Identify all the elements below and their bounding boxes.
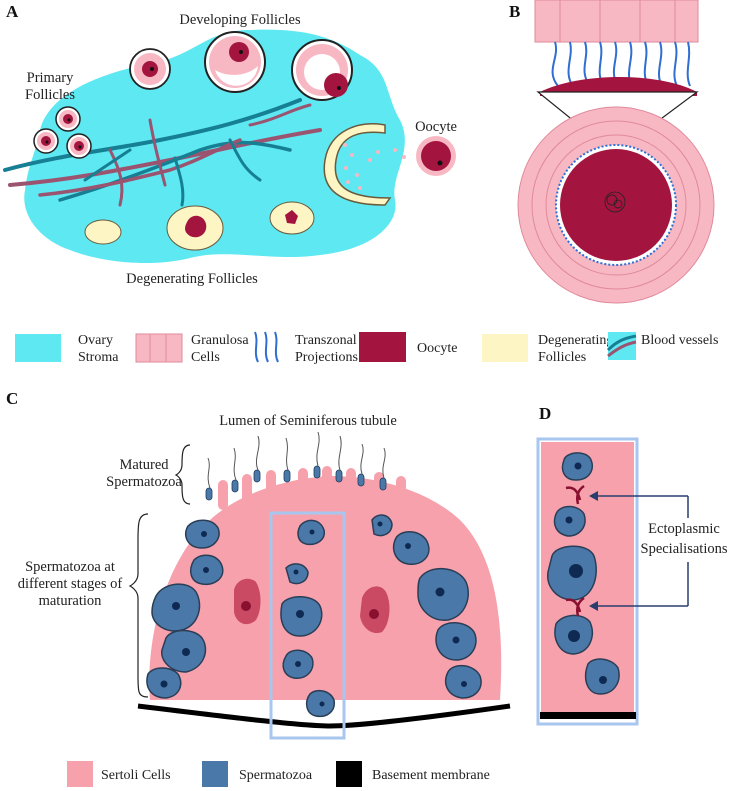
ruptured-follicle bbox=[323, 123, 392, 206]
primary-follicle bbox=[55, 106, 81, 132]
arrowhead-upper bbox=[589, 491, 598, 501]
primary-follicles-label-line1: Primary bbox=[27, 70, 74, 86]
spermatogenic-nuclei-d bbox=[565, 462, 607, 684]
legend-label: Oocyte bbox=[417, 341, 457, 356]
legend-label-line1: Degenerating bbox=[538, 333, 613, 348]
blood-vessels bbox=[3, 98, 322, 207]
legend-label-line1: Ovary bbox=[78, 333, 113, 348]
legend-item-spermatozoa: Spermatozoa bbox=[202, 761, 313, 787]
basement-membrane-c bbox=[137, 703, 511, 729]
legend-item-blood-vessels: Blood vessels bbox=[606, 332, 718, 360]
released-granulosa-dots bbox=[343, 143, 406, 190]
legend-label-line2: Projections bbox=[295, 350, 358, 365]
spermatogenic-nuclei-left bbox=[160, 531, 209, 688]
ectoplasmic-specialisation bbox=[565, 596, 585, 617]
spermatogenic-nuclei-right bbox=[377, 521, 467, 687]
legend-label: Basement membrane bbox=[372, 768, 490, 783]
legend-label: Spermatozoa bbox=[239, 768, 313, 783]
panel-c: C bbox=[6, 389, 511, 740]
degenerating-follicle bbox=[166, 205, 224, 251]
legend-label: Sertoli Cells bbox=[101, 768, 171, 783]
matured-spermatozoa-label-line1: Matured bbox=[119, 457, 169, 473]
legend-label-line1: Transzonal bbox=[295, 333, 357, 348]
legend-item-sertoli-cells: Sertoli Cells bbox=[67, 761, 171, 787]
highlight-box-c bbox=[269, 511, 346, 740]
legend-item-oocyte: Oocyte bbox=[359, 332, 457, 362]
oocyte-label: Oocyte bbox=[415, 119, 457, 135]
oocyte-b bbox=[560, 149, 672, 261]
legend-label-line2: Follicles bbox=[538, 350, 586, 365]
legend-item-transzonal-projections: Transzonal Projections bbox=[254, 331, 358, 365]
ectoplasmic-label-line2: Specialisations bbox=[641, 541, 728, 557]
developing-follicle-medium bbox=[204, 31, 266, 93]
degenerating-follicle bbox=[84, 219, 122, 245]
panel-d: D bbox=[536, 404, 728, 726]
primary-follicle bbox=[33, 128, 59, 154]
legend-label: Blood vessels bbox=[641, 333, 718, 348]
developing-follicle-small bbox=[129, 48, 171, 90]
oocyte-segment-zoom bbox=[540, 77, 697, 96]
matured-spermatozoa-label-line2: Spermatozoa bbox=[106, 474, 182, 490]
legend-label-line2: Stroma bbox=[78, 350, 119, 365]
matured-spermatozoa bbox=[207, 431, 386, 489]
developing-follicles-label: Developing Follicles bbox=[179, 12, 301, 28]
ectoplasmic-label-line1: Ectoplasmic bbox=[648, 521, 720, 537]
legend-item-ovary-stroma: Ovary Stroma bbox=[15, 333, 119, 365]
degenerating-follicles-label: Degenerating Follicles bbox=[126, 271, 258, 287]
primary-follicle bbox=[66, 133, 92, 159]
panel-b: B bbox=[509, 0, 715, 304]
panel-a: A bbox=[3, 2, 457, 287]
lumen-label: Lumen of Seminiferous tubule bbox=[219, 413, 397, 429]
panel-d-letter: D bbox=[539, 404, 551, 423]
panel-b-letter: B bbox=[509, 2, 520, 21]
legend-ovary: Ovary Stroma Granulosa Cells Transzonal … bbox=[15, 331, 718, 365]
developing-follicle-large bbox=[291, 39, 353, 101]
primary-follicles-label-line2: Follicles bbox=[25, 87, 75, 103]
legend-item-degenerating-follicles: Degenerating Follicles bbox=[482, 333, 613, 365]
legend-item-granulosa-cells: Granulosa Cells bbox=[135, 333, 249, 365]
panel-c-letter: C bbox=[6, 389, 18, 408]
sperm-heads bbox=[205, 465, 387, 501]
degenerating-follicle bbox=[269, 201, 315, 235]
legend-label-line1: Granulosa bbox=[191, 333, 249, 348]
granulosa-cells-ring bbox=[531, 120, 701, 290]
legend-item-basement-membrane: Basement membrane bbox=[336, 761, 490, 787]
released-oocyte bbox=[416, 136, 456, 176]
stages-label-line3: maturation bbox=[39, 593, 103, 609]
ecto-label-bg bbox=[640, 518, 726, 562]
basement-membrane-d bbox=[540, 712, 636, 719]
brace-stages bbox=[128, 513, 149, 698]
oocyte-nucleus-b bbox=[604, 191, 626, 213]
brace-matured bbox=[174, 444, 191, 505]
sertoli-nucleus bbox=[360, 586, 390, 634]
panel-a-letter: A bbox=[6, 2, 19, 21]
arrowhead-lower bbox=[589, 601, 598, 611]
granulosa-layer-zoom bbox=[534, 0, 699, 43]
legend-label-line2: Cells bbox=[191, 350, 220, 365]
sertoli-projections bbox=[218, 466, 406, 510]
sertoli-nucleus bbox=[234, 578, 261, 625]
stages-label-line2: different stages of bbox=[18, 576, 123, 592]
spermatogenic-nuclei-center bbox=[293, 529, 325, 707]
legend-testis: Sertoli Cells Spermatozoa Basement membr… bbox=[67, 761, 490, 787]
ectoplasmic-specialisation bbox=[565, 484, 585, 505]
stages-label-line1: Spermatozoa at bbox=[25, 559, 115, 575]
